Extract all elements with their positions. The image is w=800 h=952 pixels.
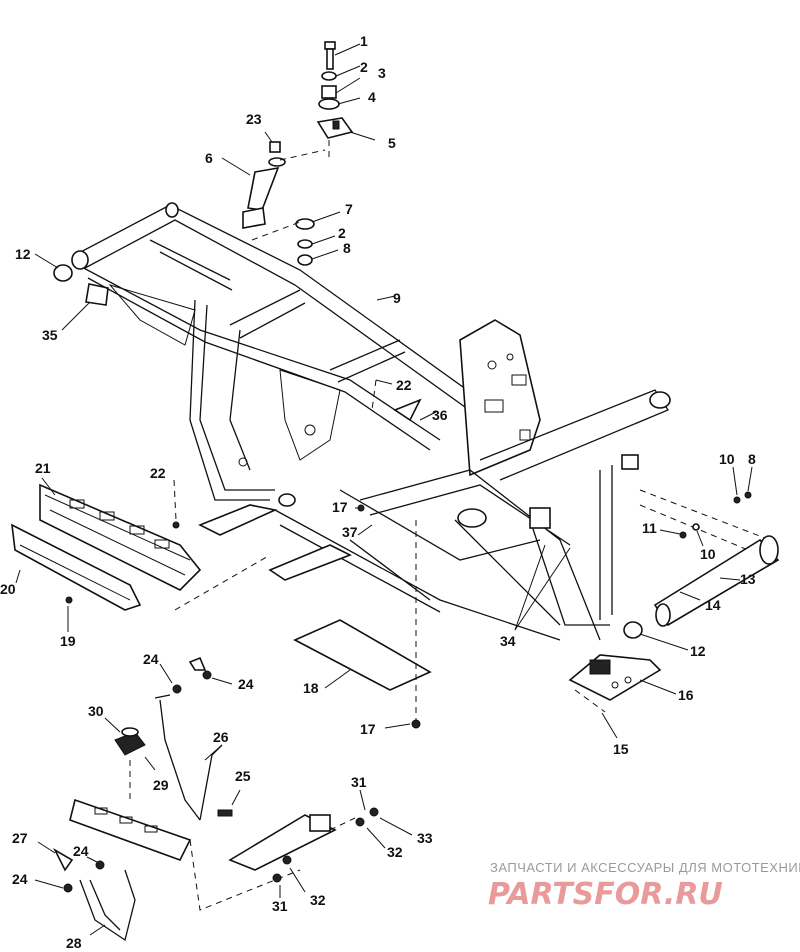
part-label: 4 bbox=[368, 89, 376, 105]
part-label: 29 bbox=[153, 777, 169, 793]
bushing-part bbox=[623, 621, 643, 639]
brake-linkage bbox=[154, 656, 212, 821]
part-label: 33 bbox=[417, 830, 433, 846]
skid-plate-part bbox=[568, 654, 662, 701]
part-label: 14 bbox=[705, 597, 721, 613]
bolt-part bbox=[217, 809, 233, 817]
part-label: 5 bbox=[388, 135, 396, 151]
part-label: 13 bbox=[740, 571, 756, 587]
part-label: 2 bbox=[360, 59, 368, 75]
part-label: 36 bbox=[432, 407, 448, 423]
part-label: 21 bbox=[35, 460, 51, 476]
washer-stack bbox=[295, 218, 315, 266]
part-label: 24 bbox=[12, 871, 28, 887]
part-label: 17 bbox=[332, 499, 348, 515]
part-label: 8 bbox=[343, 240, 351, 256]
part-label: 18 bbox=[303, 680, 319, 696]
part-label: 7 bbox=[345, 201, 353, 217]
left-pedal bbox=[53, 798, 192, 942]
part-label: 34 bbox=[500, 633, 516, 649]
part-label: 22 bbox=[150, 465, 166, 481]
part-label: 27 bbox=[12, 830, 28, 846]
part-label: 23 bbox=[246, 111, 262, 127]
part-label: 2 bbox=[338, 225, 346, 241]
part-label: 26 bbox=[213, 729, 229, 745]
part-label: 24 bbox=[143, 651, 159, 667]
part-label: 8 bbox=[748, 451, 756, 467]
part-label: 24 bbox=[238, 676, 254, 692]
part-label: 19 bbox=[60, 633, 76, 649]
part-label: 30 bbox=[88, 703, 104, 719]
pad-part bbox=[85, 283, 109, 306]
right-pedal bbox=[228, 807, 379, 883]
part-label: 35 bbox=[42, 327, 58, 343]
rear-axle-part bbox=[639, 489, 780, 627]
part-label: 3 bbox=[378, 65, 386, 81]
main-frame bbox=[71, 202, 671, 641]
part-label: 24 bbox=[73, 843, 89, 859]
part-label: 10 bbox=[719, 451, 735, 467]
part-label: 31 bbox=[272, 898, 288, 914]
part-label: 6 bbox=[205, 150, 213, 166]
part-label: 22 bbox=[396, 377, 412, 393]
part-label: 11 bbox=[642, 520, 657, 536]
part-label: 28 bbox=[66, 935, 82, 951]
part-label: 12 bbox=[15, 246, 31, 262]
part-label: 9 bbox=[393, 290, 401, 306]
part-label: 25 bbox=[235, 768, 251, 784]
part-label: 17 bbox=[360, 721, 376, 737]
bushing-part bbox=[53, 264, 73, 282]
floor-plate-part bbox=[293, 619, 432, 691]
part-label: 32 bbox=[387, 844, 403, 860]
watermark-caption: ЗАПЧАСТИ И АКСЕССУАРЫ ДЛЯ МОТОТЕХНИКИ bbox=[490, 860, 800, 875]
part-label: 10 bbox=[700, 546, 716, 562]
watermark-logo: PARTSFOR.RU bbox=[488, 877, 723, 912]
part-label: 15 bbox=[613, 741, 629, 757]
part-label: 1 bbox=[360, 33, 368, 49]
part-label: 31 bbox=[351, 774, 367, 790]
part-label: 16 bbox=[678, 687, 694, 703]
bolt-part bbox=[316, 41, 354, 139]
bracket-part bbox=[242, 141, 286, 229]
part-label: 32 bbox=[310, 892, 326, 908]
cap-part bbox=[114, 727, 146, 756]
part-label: 37 bbox=[342, 524, 358, 540]
part-label: 20 bbox=[0, 581, 16, 597]
part-label: 12 bbox=[690, 643, 706, 659]
footrest-left bbox=[11, 483, 202, 611]
